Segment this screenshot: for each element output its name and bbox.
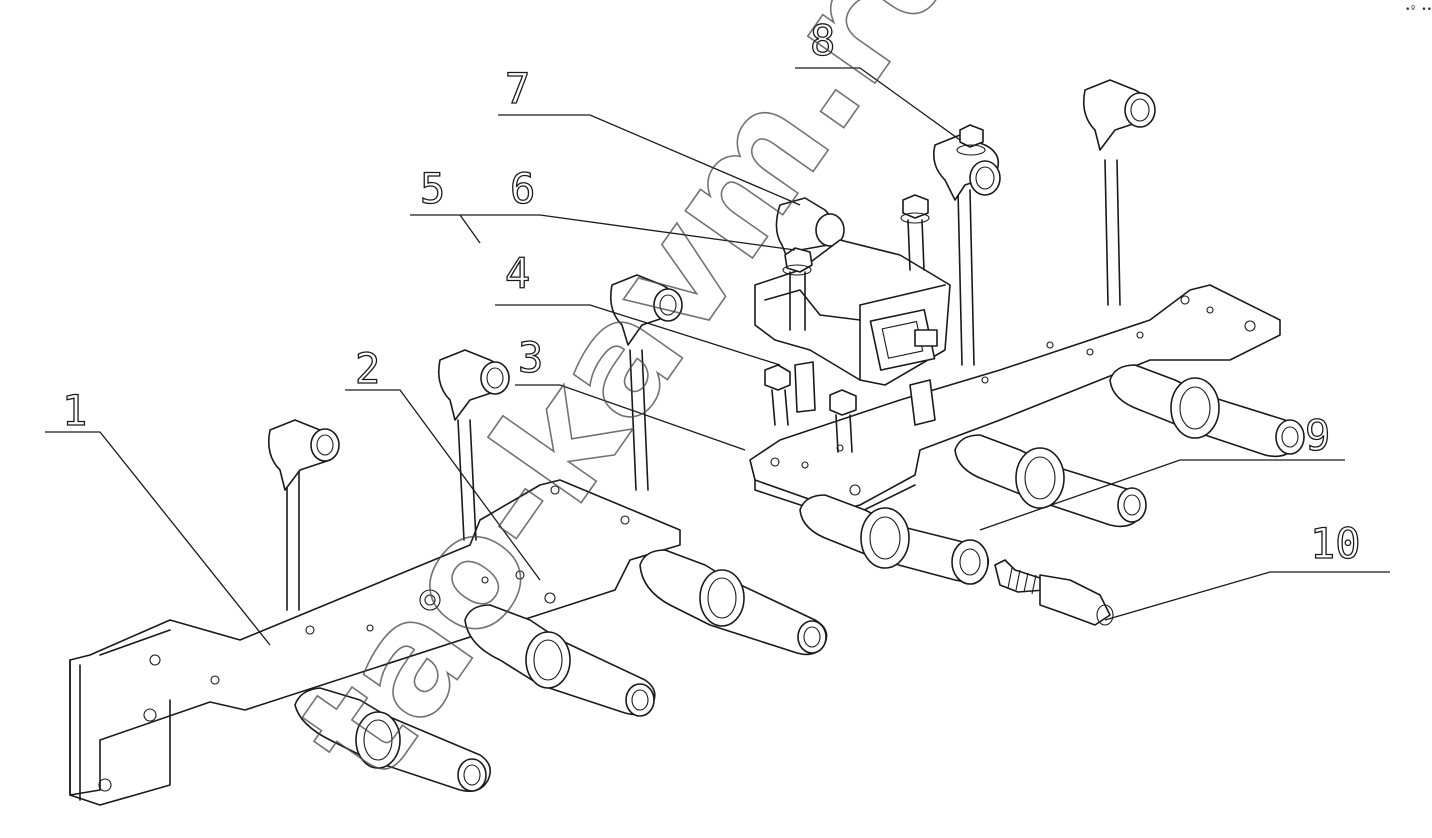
corner-mark: •º ••• bbox=[1405, 5, 1432, 15]
callout-10: 10 bbox=[1310, 519, 1361, 568]
bolts bbox=[764, 124, 986, 453]
callout-6: 6 bbox=[510, 164, 535, 213]
plug-boot-2 bbox=[464, 604, 656, 717]
callout-3: 3 bbox=[518, 333, 543, 382]
leader-lines bbox=[45, 67, 1390, 646]
plug-boot-4 bbox=[799, 494, 990, 585]
connector-heads bbox=[267, 79, 1156, 491]
plug-boot-6 bbox=[1109, 364, 1305, 458]
ignition-coil bbox=[754, 239, 951, 386]
spark-plug bbox=[994, 559, 1114, 626]
ignition-leads bbox=[286, 159, 1121, 611]
callout-2: 2 bbox=[355, 344, 380, 393]
callout-7: 7 bbox=[505, 64, 530, 113]
callout-5: 5 bbox=[420, 164, 445, 213]
callout-8: 8 bbox=[810, 16, 835, 65]
callout-9: 9 bbox=[1305, 411, 1330, 460]
plug-boot-1 bbox=[294, 687, 491, 793]
plug-boot-3 bbox=[639, 549, 828, 656]
callout-1: 1 bbox=[62, 386, 87, 435]
callout-labels: 1 2 3 4 5 6 7 8 9 10 bbox=[61, 15, 1361, 568]
callout-4: 4 bbox=[505, 249, 530, 298]
plug-boot-5 bbox=[954, 434, 1147, 528]
